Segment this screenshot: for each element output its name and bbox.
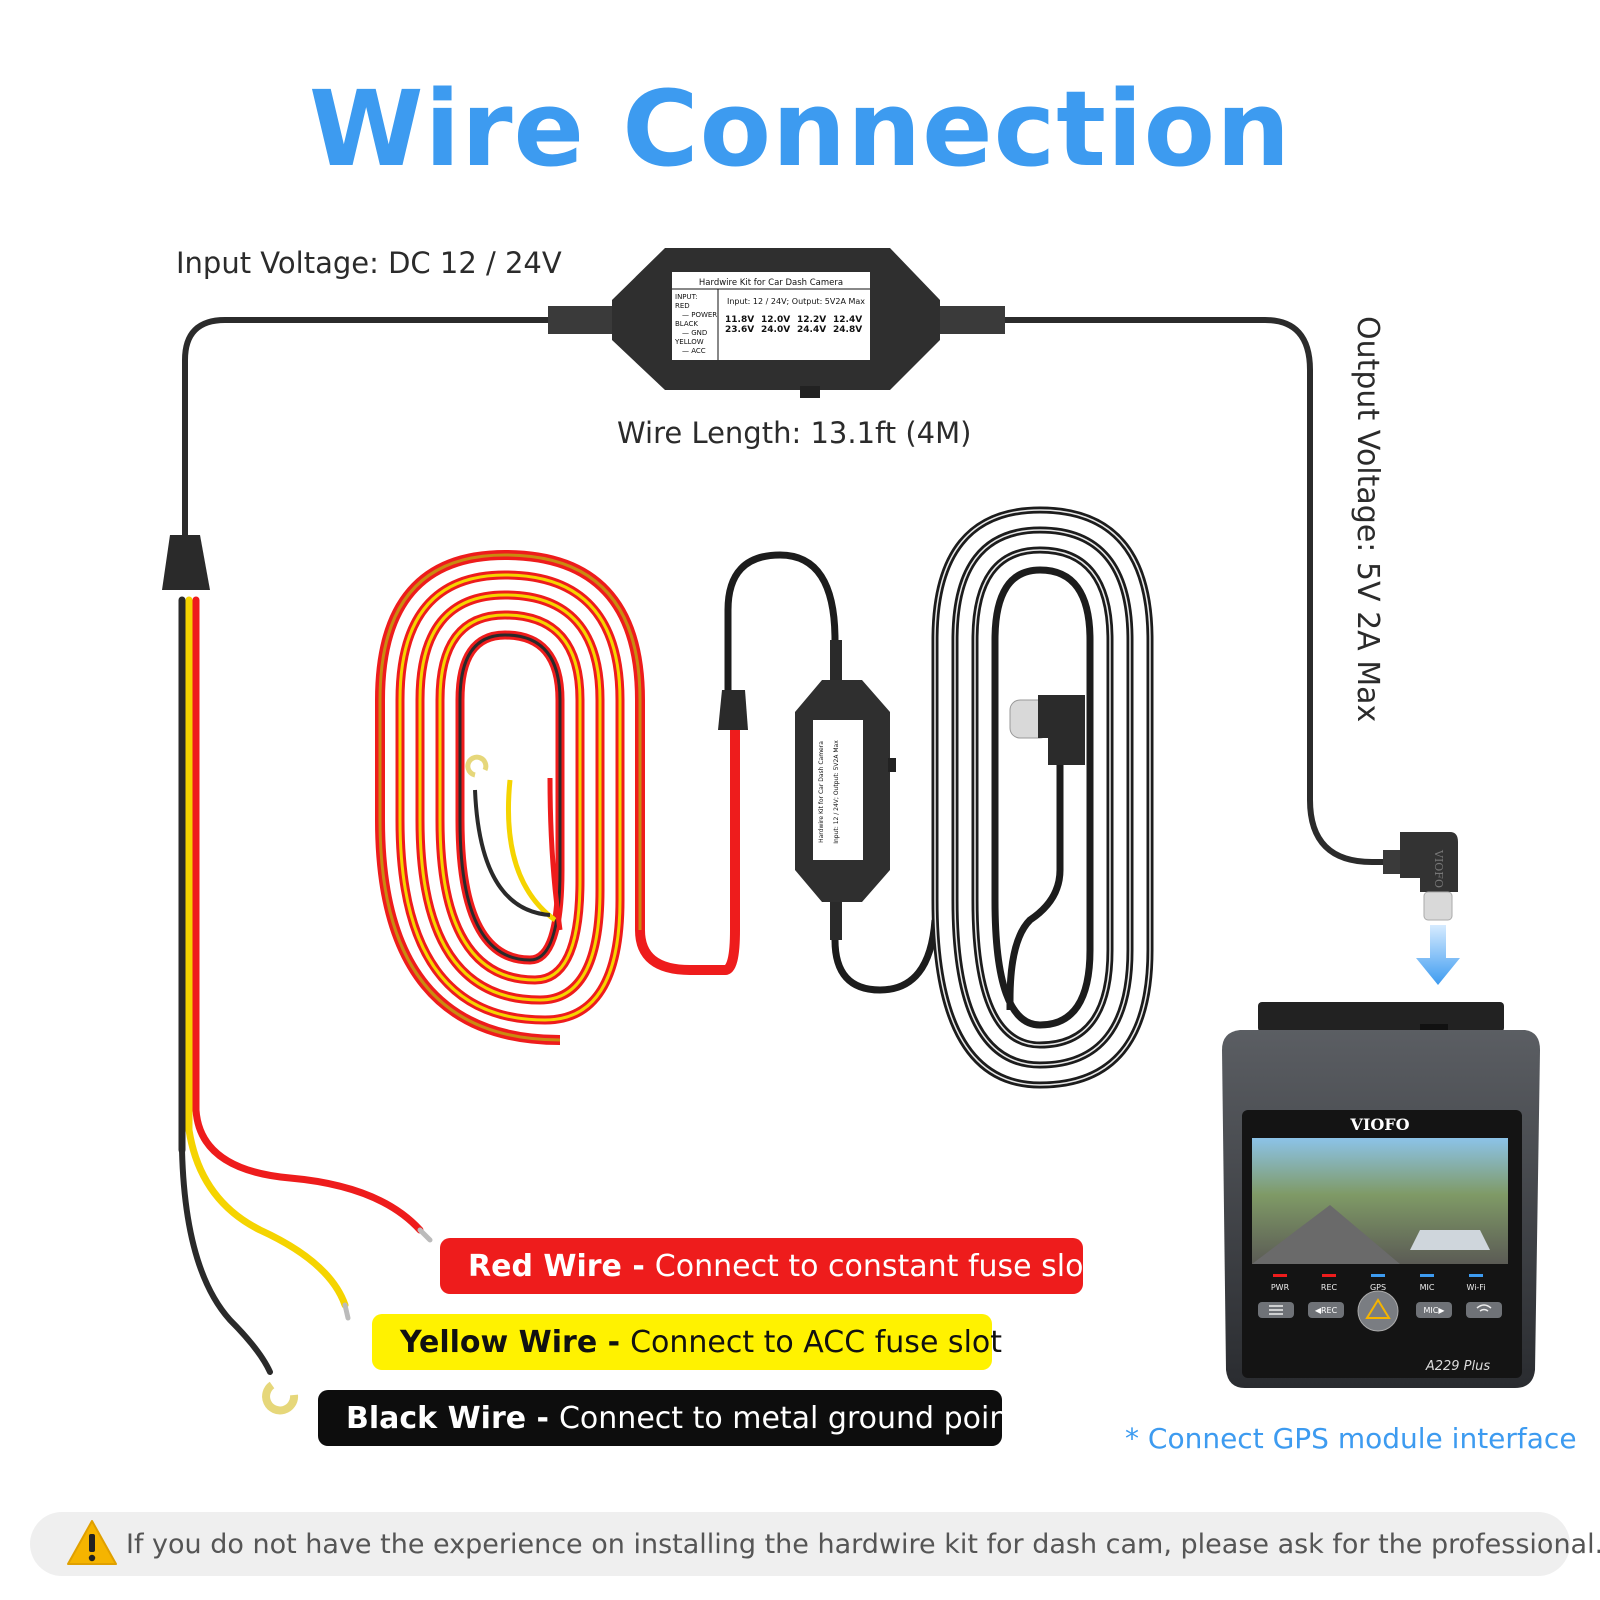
indicator-label: MIC [1420, 1283, 1435, 1292]
module-middle-label: Hardwire Kit for Car Dash Camera Input: … [818, 740, 840, 844]
car-image [1410, 1230, 1490, 1250]
split-cable [178, 596, 433, 1375]
module-volt-bottom: 24.8V [833, 325, 862, 335]
indicator-led [1322, 1274, 1336, 1277]
yellow-wire-text: Connect to ACC fuse slot [630, 1324, 1003, 1360]
black-wire-title: Black Wire - [346, 1400, 549, 1436]
camera-button-label: ◀REC [1315, 1306, 1338, 1315]
red-wire-title: Red Wire - [468, 1248, 645, 1284]
module-middle-heading: Hardwire Kit for Car Dash Camera [818, 741, 825, 843]
usb-c-plug-coil [1009, 695, 1085, 765]
black-wire-instruction: Black Wire - Connect to metal ground poi… [318, 1390, 1020, 1446]
indicator-led [1371, 1274, 1385, 1277]
plug-brand: VIOFO [1432, 849, 1445, 888]
camera-model: A229 Plus [1425, 1359, 1491, 1374]
indicator-label: REC [1321, 1283, 1338, 1292]
emergency-button[interactable] [1357, 1290, 1399, 1332]
yellow-wire-title: Yellow Wire - [400, 1324, 621, 1360]
splitter-body [162, 535, 210, 590]
module-legend-item: — GND [682, 329, 707, 337]
page-title: Wire Connection [308, 68, 1292, 190]
camera-brand: VIOFO [1349, 1115, 1409, 1134]
input-voltage-label: Input Voltage: DC 12 / 24V [176, 246, 562, 280]
camera-button-label: MIC▶ [1424, 1306, 1446, 1315]
warning-banner: If you do not have the experience on ins… [30, 1512, 1600, 1576]
converter-module-middle [795, 640, 896, 940]
module-heading: Hardwire Kit for Car Dash Camera [699, 278, 843, 288]
converter-module-top [548, 248, 1005, 398]
module-volt-bottom: 24.4V [797, 325, 826, 335]
camera-button[interactable] [1416, 1302, 1452, 1318]
module-volt-top: 12.0V [761, 315, 790, 325]
gps-note: * Connect GPS module interface [1125, 1422, 1577, 1455]
main-cable [182, 317, 1395, 865]
arrow-down-icon [1416, 925, 1460, 985]
red-wire-instruction: Red Wire - Connect to constant fuse slot [440, 1238, 1095, 1294]
dash-camera: VIOFO A229 Plus PWR REC GPS MIC Wi-Fi ◀REC MI… [1222, 1002, 1540, 1388]
warning-icon [67, 1520, 117, 1565]
module-volt-top: 12.2V [797, 315, 826, 325]
indicator-label: PWR [1271, 1283, 1290, 1292]
warning-text: If you do not have the experience on ins… [126, 1528, 1600, 1560]
module-middle-spec: Input: 12 / 24V; Output: 5V2A Max [833, 740, 840, 844]
camera-button[interactable] [1308, 1302, 1344, 1318]
module-legend-item: — POWER [682, 311, 717, 319]
module-legend-item: BLACK [675, 320, 698, 328]
indicator-led [1420, 1274, 1434, 1277]
yellow-wire-instruction: Yellow Wire - Connect to ACC fuse slot [372, 1314, 1002, 1370]
module-label: Hardwire Kit for Car Dash Camera Input: … [672, 278, 870, 360]
wire-length-label: Wire Length: 13.1ft (4M) [617, 416, 972, 450]
warning-icon [1365, 1298, 1391, 1319]
module-legend-item: INPUT: [675, 293, 698, 301]
red-wire-text: Connect to constant fuse slot [654, 1248, 1096, 1284]
menu-icon [1269, 1305, 1283, 1315]
module-legend-item: YELLOW [674, 338, 704, 346]
red-yellow-coil [375, 549, 740, 1045]
module-spec: Input: 12 / 24V; Output: 5V2A Max [727, 297, 865, 306]
module-legend-item: — ACC [682, 347, 706, 355]
indicator-led [1273, 1274, 1287, 1277]
indicator-led [1469, 1274, 1483, 1277]
module-volt-top: 11.8V [725, 315, 754, 325]
usb-c-plug-camera: VIOFO [1383, 832, 1458, 921]
ring-terminal [262, 1381, 299, 1415]
module-legend-item: RED [675, 302, 690, 310]
wifi-icon [1476, 1304, 1492, 1312]
indicator-label: Wi-Fi [1466, 1283, 1485, 1292]
module-volt-top: 12.4V [833, 315, 862, 325]
module-volt-bottom: 24.0V [761, 325, 790, 335]
coil-plug [718, 690, 748, 730]
black-wire-text: Connect to metal ground point [558, 1400, 1021, 1436]
module-volt-bottom: 23.6V [725, 325, 754, 335]
indicator-label: GPS [1370, 1283, 1386, 1292]
